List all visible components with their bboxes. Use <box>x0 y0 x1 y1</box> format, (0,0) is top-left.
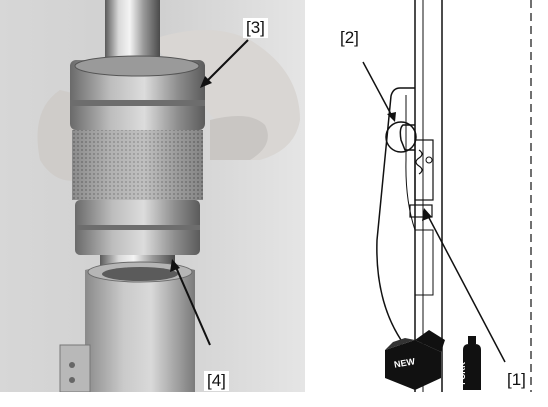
fork-oil-label: FORK <box>458 362 467 385</box>
outer-tube <box>85 262 195 392</box>
new-part-box-icon <box>385 330 445 390</box>
highlight-circle <box>385 121 417 153</box>
seal-housing-outline <box>376 87 415 350</box>
line-diagram <box>305 0 548 392</box>
stopper-ring <box>409 204 433 218</box>
fork-oil-bottle-icon <box>463 336 481 390</box>
oil-seal <box>399 124 415 151</box>
arrow-4 <box>174 264 211 346</box>
axle-bracket <box>59 344 91 392</box>
callout-4: [4] <box>204 371 229 391</box>
callout-2: [2] <box>340 28 359 47</box>
upper-collar <box>70 60 205 130</box>
arrow-1 <box>426 213 506 363</box>
callout-1: [1] <box>507 370 526 389</box>
arrow-3 <box>204 39 249 84</box>
arrow-2 <box>362 61 394 119</box>
photo-panel <box>0 0 310 392</box>
bottom-margin <box>0 392 548 407</box>
callout-3: [3] <box>243 18 268 38</box>
